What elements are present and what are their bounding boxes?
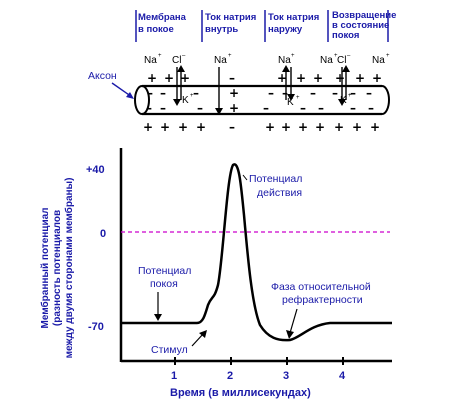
charge-minus: –	[310, 86, 316, 100]
charge-plus: +	[196, 120, 206, 134]
action-potential-curve	[121, 163, 392, 342]
charge-minus: –	[197, 101, 203, 115]
y-axis-title-line2: (разность потенциалов	[52, 210, 63, 326]
ion-charge: +	[386, 53, 390, 59]
ion-charge: +	[334, 53, 338, 59]
charge-plus: +	[229, 86, 239, 100]
x-tick-label: 1	[171, 370, 177, 382]
charge-plus: +	[265, 120, 275, 134]
k-ion-label: K	[182, 95, 189, 106]
charge-minus: –	[366, 86, 372, 100]
phase-4-line3: покоя	[332, 30, 359, 41]
x-tick-label: 3	[283, 370, 289, 382]
charge-minus: –	[229, 120, 235, 134]
x-tick-label: 4	[339, 370, 346, 382]
resting-label-2: покоя	[150, 278, 178, 290]
ion-charge: +	[296, 95, 300, 101]
ion-flows: Na + Cl – K + Na + Na + K + Na + Cl – K …	[144, 53, 390, 115]
y-axis-title-line3: между двумя сторонами мембраны)	[63, 178, 75, 359]
refractory-label-2: рефрактерности	[282, 294, 363, 306]
phase-3-line2: наружу	[268, 24, 303, 35]
x-tick-label: 2	[227, 370, 233, 382]
ion-charge: +	[158, 53, 162, 59]
charge-plus: +	[296, 71, 306, 85]
y-tick-label: 0	[100, 228, 106, 240]
charge-plus: +	[229, 101, 239, 115]
y-axis-title-line1: Мембранный потенциал	[39, 207, 51, 328]
x-axis-title: Время (в миллисекундах)	[170, 387, 311, 399]
ion-charge: +	[190, 93, 194, 99]
phase-3-line1: Ток натрия	[268, 12, 319, 23]
phase-2-line1: Ток натрия	[205, 12, 256, 23]
na-ion-label: Na	[320, 55, 333, 66]
na-ion-label: Na	[372, 55, 385, 66]
charge-minus: –	[350, 86, 356, 100]
charge-plus: +	[313, 71, 323, 85]
cl-ion-label: Cl	[337, 55, 346, 66]
ion-charge: –	[182, 53, 186, 59]
charge-minus: –	[318, 101, 324, 115]
phase-headers: Мембрана в покое Ток натрия внутрь Ток н…	[135, 10, 396, 42]
charge-plus: +	[335, 71, 345, 85]
y-tick-label: +40	[86, 164, 105, 176]
y-tick-label: -70	[88, 321, 104, 333]
membrane-charges: + + + – + + + + + + + + + + – + + + + + …	[143, 71, 382, 134]
phase-2-line2: внутрь	[205, 24, 238, 35]
charge-minus: –	[193, 86, 199, 100]
y-axis-title: Мембранный потенциал (разность потенциал…	[39, 178, 75, 359]
action-potential-label-1: Потенциал	[249, 173, 302, 185]
phase-1-line2: в покое	[138, 24, 174, 35]
ion-charge: +	[348, 93, 352, 99]
charge-minus: –	[263, 101, 269, 115]
charge-plus: +	[298, 120, 308, 134]
na-ion-label: Na	[144, 55, 157, 66]
charge-minus: –	[332, 86, 338, 100]
phase-4-line1: Возвращение	[332, 10, 396, 21]
charge-plus: +	[334, 120, 344, 134]
cl-ion-label: Cl	[172, 55, 181, 66]
charge-plus: +	[372, 71, 382, 85]
k-ion-label: K	[340, 95, 347, 106]
resting-label-1: Потенциал	[138, 265, 191, 277]
charge-minus: –	[282, 86, 288, 100]
charge-plus: +	[147, 71, 157, 85]
charge-plus: +	[277, 71, 287, 85]
action-potential-label-2: действия	[257, 187, 302, 199]
ion-charge: +	[291, 53, 295, 59]
charge-minus: –	[147, 86, 153, 100]
ion-charge: +	[228, 53, 232, 59]
refractory-pointer	[289, 308, 298, 334]
charge-plus: +	[164, 71, 174, 85]
action-potential-pointer	[242, 174, 248, 181]
charge-minus: –	[146, 101, 152, 115]
charge-plus: +	[355, 71, 365, 85]
stimulus-label: Стимул	[151, 344, 188, 356]
axon-pointer-head	[126, 92, 134, 99]
charge-plus: +	[180, 71, 190, 85]
x-ticks: 1 2 3 4	[171, 357, 346, 382]
phase-4-line2: в состояние	[332, 20, 389, 31]
charge-plus: +	[143, 120, 153, 134]
charge-minus: –	[368, 101, 374, 115]
charge-plus: +	[352, 120, 362, 134]
refractory-label-1: Фаза относительной	[271, 281, 371, 293]
charge-minus: –	[350, 101, 356, 115]
phase-1-line1: Мембрана	[138, 12, 187, 23]
charge-plus: +	[370, 120, 380, 134]
na-ion-label: Na	[214, 55, 227, 66]
ion-charge: –	[347, 53, 351, 59]
charge-minus: –	[160, 101, 166, 115]
charge-plus: +	[160, 120, 170, 134]
k-ion-label: K	[287, 97, 294, 108]
charge-minus: –	[300, 101, 306, 115]
na-ion-label: Na	[278, 55, 291, 66]
axon-label: Аксон	[88, 70, 117, 82]
charge-plus: +	[315, 120, 325, 134]
charge-plus: +	[178, 120, 188, 134]
charge-minus: –	[268, 86, 274, 100]
charge-minus: –	[229, 71, 235, 85]
charge-plus: +	[281, 120, 291, 134]
charge-minus: –	[160, 86, 166, 100]
